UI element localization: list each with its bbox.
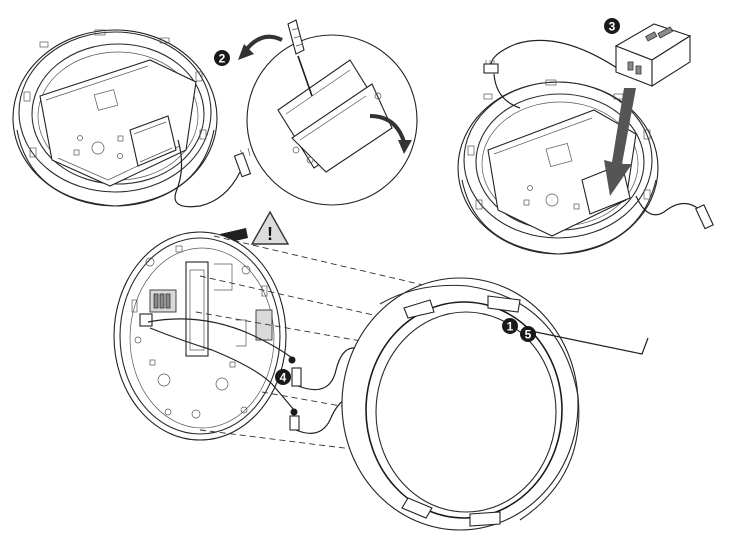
step-4-badge: 4 [275,369,291,385]
step-2-badge: 2 [214,50,230,66]
cover-ring [341,277,580,531]
hex-key [525,329,649,355]
step-2-detail [238,19,418,206]
base-ring-top-right [457,79,659,255]
base-ring-top-left [12,29,218,207]
step-1-badge: 1 [502,318,518,334]
svg-text:1: 1 [507,320,514,334]
base-plate-bottom [113,231,287,441]
insert-arrow [604,88,636,196]
svg-text:!: ! [267,224,273,244]
cables-bottom [139,313,357,434]
svg-text:2: 2 [219,52,226,66]
cable-top-left [174,139,252,208]
module-box [614,23,692,87]
svg-text:3: 3 [609,20,616,34]
warning-icon: ! [250,210,290,245]
svg-text:5: 5 [525,328,532,342]
cable-top-right [483,39,714,230]
step-3-badge: 3 [604,18,620,34]
svg-text:4: 4 [280,371,287,385]
step-5-badge: 5 [520,326,536,342]
